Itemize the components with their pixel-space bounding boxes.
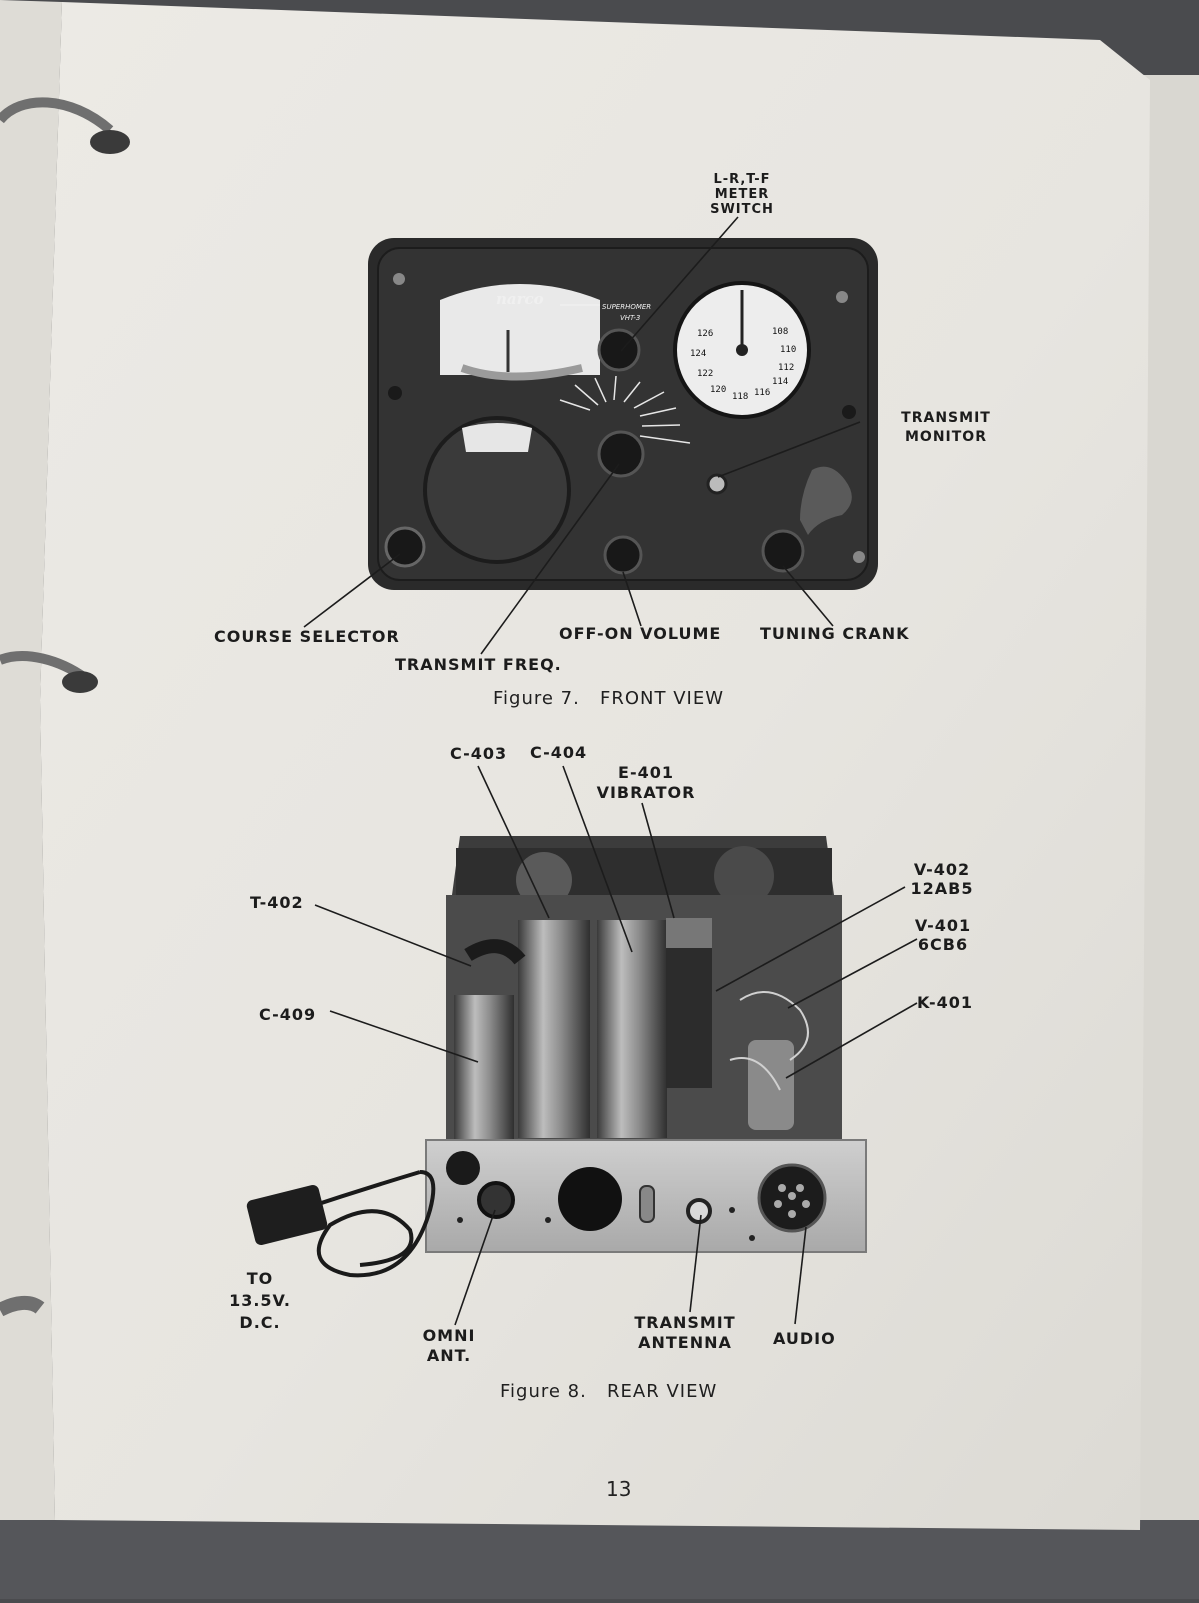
callout-power-input: TO 13.5V. D.C. [229,1269,291,1332]
figure7-caption-number: Figure 7. [493,688,580,709]
callout-c409: C-409 [259,1005,317,1024]
callout-t402: T-402 [250,893,304,912]
callout-c403: C-403 [450,744,508,763]
callout-transmit-freq: TRANSMIT FREQ. [395,655,562,674]
capacitor-can-c404 [597,920,667,1138]
knob-icon [597,430,645,478]
panel-model-number: VHT-3 [620,314,640,322]
binder-ring-icon [0,651,98,693]
connector-icon [446,1151,480,1185]
callout-transmit-antenna: TRANSMIT ANTENNA [634,1313,736,1352]
callout-e401-vibrator: E-401 VIBRATOR [596,763,696,802]
figure8-caption-title: REAR VIEW [607,1381,718,1402]
callout-audio: AUDIO [773,1329,836,1348]
page-number: 13 [606,1477,632,1501]
callout-omni-ant: OMNI ANT. [422,1326,476,1365]
dial-mark: 110 [780,345,796,355]
figure7-caption-title: FRONT VIEW [600,688,725,709]
dial-mark: 108 [772,327,788,337]
dial-mark: 120 [710,385,726,395]
dial-mark: 126 [697,329,713,339]
dial-mark: 118 [732,392,748,402]
callout-off-on-volume: OFF-ON VOLUME [559,624,722,643]
leader-lines [303,216,918,1326]
callout-c404: C-404 [530,743,588,762]
capacitor-can-c409 [454,995,514,1140]
paper-sheet [40,2,1150,1530]
connector-icon [477,1181,515,1219]
binder-ring-icon [0,97,130,154]
figure8-rear-chassis [246,836,867,1278]
connector-icon [686,1198,712,1224]
callout-tuning-crank: TUNING CRANK [760,624,910,643]
knob-icon [761,529,805,573]
dial-mark: 124 [690,349,706,359]
dial-mark: 122 [697,369,713,379]
figure8-caption: Figure 8. REAR VIEW [500,1381,717,1402]
table-surface [0,1520,1199,1599]
tube-icon [748,1040,794,1130]
connector-icon [757,1163,827,1233]
callout-v402: V-402 12AB5 [910,860,974,898]
capacitor-can-c403 [518,920,590,1138]
callout-meter-switch: L-R,T-F METER SWITCH [710,172,774,217]
figure7-front-panel: 126 124 122 120 118 116 114 112 110 108 … [368,238,878,590]
figure7-caption: Figure 7. FRONT VIEW [493,688,724,709]
transmit-channel-marks [559,375,691,444]
knob-icon [597,328,641,372]
tube-icon [666,918,712,1088]
callout-k401: K-401 [917,993,974,1012]
connector-icon [558,1167,622,1231]
transformer-t402 [464,939,526,965]
dial-mark: 112 [778,363,794,373]
power-cord [246,1170,436,1278]
figure8-caption-number: Figure 8. [500,1381,587,1402]
knob-icon [603,535,643,575]
panel-model: SUPERHOMER [602,303,651,311]
binder-ring-icon [0,1296,45,1317]
dial-mark: 114 [772,377,788,387]
left-page-curl [0,0,62,1520]
callout-course-selector: COURSE SELECTOR [214,627,400,646]
callout-transmit-monitor: TRANSMIT MONITOR [901,410,991,445]
callout-v401: V-401 6CB6 [914,916,972,954]
panel-brand: narco [496,290,544,308]
dial-mark: 116 [754,388,770,398]
connector-icon [639,1185,655,1223]
